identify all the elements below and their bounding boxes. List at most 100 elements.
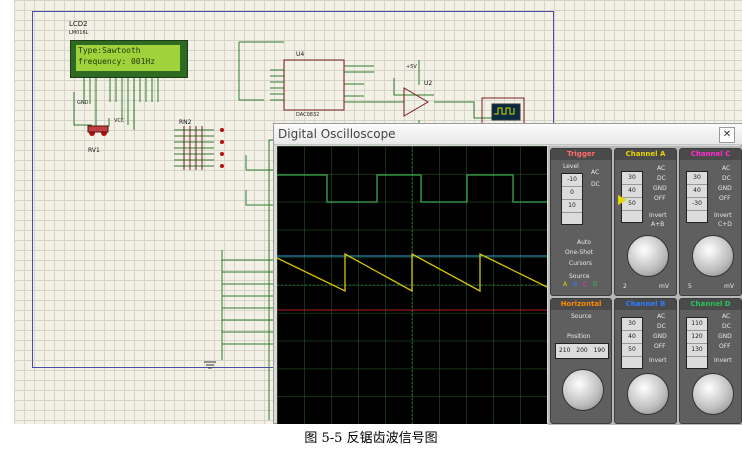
u4-part-label: DAC0832 xyxy=(296,112,320,118)
channel-d-invert[interactable]: Invert xyxy=(714,357,732,364)
channel-a-sawtooth-trace xyxy=(277,252,547,293)
channel-c-dc[interactable]: DC xyxy=(722,175,731,182)
channel-a-position-value: 40 xyxy=(622,185,642,198)
channel-a-level-arrow xyxy=(618,195,627,205)
figure-caption: 图 5-5 反锯齿波信号图 xyxy=(304,431,438,446)
trigger-source-label: Source xyxy=(569,273,590,280)
control-panel: Trigger Level -10 0 10 AC DC Auto One-Sh… xyxy=(548,146,742,425)
trigger-oneshot-label[interactable]: One-Shot xyxy=(565,249,594,256)
trigger-source-c[interactable]: C xyxy=(583,281,588,288)
channel-d-off[interactable]: OFF xyxy=(719,343,731,350)
channel-b-ac[interactable]: AC xyxy=(657,313,666,320)
trigger-level-selector[interactable]: -10 0 10 xyxy=(561,173,583,225)
channel-c-off[interactable]: OFF xyxy=(719,195,731,202)
horizontal-position-label: Position xyxy=(567,333,591,340)
lcd-line-1: Type:Sawtooth xyxy=(78,46,141,55)
trigger-level-value: -10 xyxy=(562,174,582,187)
channel-b-section: Channel B 30 40 50 AC DC GND OFF Invert xyxy=(614,298,677,424)
horizontal-position-selector[interactable]: 210 200 190 xyxy=(555,343,609,359)
channel-a-position-selector[interactable]: 30 40 50 xyxy=(621,171,643,223)
oscilloscope-window[interactable]: Digital Oscilloscope ✕ Trigger Level -10… xyxy=(273,123,742,425)
rv1-label: RV1 xyxy=(88,147,100,154)
channel-a-volts-knob[interactable] xyxy=(627,235,669,277)
lcd-line-2: frequency: 001Hz xyxy=(78,57,156,66)
trigger-level-value: 0 xyxy=(562,187,582,200)
ab-sum-label[interactable]: A+B xyxy=(651,221,665,228)
u2-label: U2 xyxy=(424,80,433,87)
trigger-auto-label[interactable]: Auto xyxy=(577,239,591,246)
trigger-source-d[interactable]: D xyxy=(593,281,598,288)
trigger-dc-label[interactable]: DC xyxy=(591,181,600,188)
channel-d-gnd[interactable]: GND xyxy=(718,333,732,340)
channel-a-volts-value: 2 xyxy=(623,283,627,290)
channel-b-invert[interactable]: Invert xyxy=(649,357,667,364)
rn2-label: RN2 xyxy=(179,119,192,126)
scope-display[interactable] xyxy=(277,146,547,424)
channel-d-position-value: 130 xyxy=(687,344,707,357)
u4-label: U4 xyxy=(296,51,305,58)
channel-a-unit: mV xyxy=(659,283,669,290)
channel-d-volts-knob[interactable] xyxy=(692,373,734,415)
vcc-label: VCC xyxy=(114,118,125,124)
channel-a-section: Channel A 30 40 50 AC DC GND OFF Invert … xyxy=(614,148,677,296)
close-button[interactable]: ✕ xyxy=(719,127,735,143)
channel-c-title: Channel C xyxy=(680,149,741,160)
channel-c-position-selector[interactable]: 30 40 -30 xyxy=(686,171,708,223)
channel-c-position-value: 30 xyxy=(687,172,707,185)
channel-c-section: Channel C 30 40 -30 AC DC GND OFF Invert… xyxy=(679,148,742,296)
horizontal-time-knob[interactable] xyxy=(562,369,604,411)
horizontal-position-value: 210 xyxy=(558,347,571,354)
channel-b-dc[interactable]: DC xyxy=(657,323,666,330)
channel-a-position-value: 50 xyxy=(622,198,642,211)
scope-traces xyxy=(277,146,547,424)
horizontal-source-label: Source xyxy=(571,313,592,320)
cd-sum-label[interactable]: C+D xyxy=(718,221,732,228)
channel-d-section: Channel D 110 120 130 AC DC GND OFF Inve… xyxy=(679,298,742,424)
channel-c-volts-knob[interactable] xyxy=(692,235,734,277)
schematic-wires xyxy=(73,41,525,420)
trigger-level-value: 10 xyxy=(562,200,582,213)
channel-b-position-value: 30 xyxy=(622,318,642,331)
channel-a-invert[interactable]: Invert xyxy=(649,212,667,219)
trigger-ac-label[interactable]: AC xyxy=(591,169,600,176)
lcd-part-label: LM016L xyxy=(69,30,89,36)
channel-c-ac[interactable]: AC xyxy=(722,165,731,172)
channel-c-gnd[interactable]: GND xyxy=(718,185,732,192)
channel-d-title: Channel D xyxy=(680,299,741,310)
channel-d-dc[interactable]: DC xyxy=(722,323,731,330)
horizontal-position-value: 200 xyxy=(576,347,588,354)
horizontal-section: Horizontal Source Position 210 200 190 xyxy=(550,298,612,424)
channel-b-volts-knob[interactable] xyxy=(627,373,669,415)
channel-c-invert[interactable]: Invert xyxy=(714,212,732,219)
channel-d-square-trace xyxy=(277,174,547,203)
channel-c-position-value: 40 xyxy=(687,185,707,198)
trigger-source-a[interactable]: A xyxy=(563,281,568,288)
horizontal-title: Horizontal xyxy=(551,299,611,310)
channel-d-ac[interactable]: AC xyxy=(722,313,731,320)
trigger-title: Trigger xyxy=(551,149,611,160)
trigger-section: Trigger Level -10 0 10 AC DC Auto One-Sh… xyxy=(550,148,612,296)
channel-a-gnd[interactable]: GND xyxy=(653,185,667,192)
channel-b-position-selector[interactable]: 30 40 50 xyxy=(621,317,643,369)
channel-a-dc[interactable]: DC xyxy=(657,175,666,182)
channel-b-off[interactable]: OFF xyxy=(654,343,666,350)
channel-c-unit: mV xyxy=(724,283,734,290)
channel-c-volts-value: 5 xyxy=(688,283,692,290)
channel-d-position-selector[interactable]: 110 120 130 xyxy=(686,317,708,369)
channel-d-position-value: 110 xyxy=(687,318,707,331)
lcd-name-label: LCD2 xyxy=(69,20,88,28)
horizontal-position-value: 190 xyxy=(593,347,606,354)
trigger-source-b[interactable]: B xyxy=(573,281,578,288)
lcd-screen: Type:Sawtooth frequency: 001Hz xyxy=(76,45,180,71)
window-titlebar[interactable]: Digital Oscilloscope ✕ xyxy=(274,124,742,145)
channel-c-position-value: -30 xyxy=(687,198,707,211)
channel-a-position-value: 30 xyxy=(622,172,642,185)
channel-a-title: Channel A xyxy=(615,149,676,160)
amp-supply-label: +5V xyxy=(406,64,417,70)
trigger-cursors-label[interactable]: Cursors xyxy=(569,260,592,267)
channel-a-off[interactable]: OFF xyxy=(654,195,666,202)
channel-b-gnd[interactable]: GND xyxy=(653,333,667,340)
window-title: Digital Oscilloscope xyxy=(278,127,396,141)
channel-a-ac[interactable]: AC xyxy=(657,165,666,172)
lcd-module[interactable]: Type:Sawtooth frequency: 001Hz xyxy=(70,40,188,78)
